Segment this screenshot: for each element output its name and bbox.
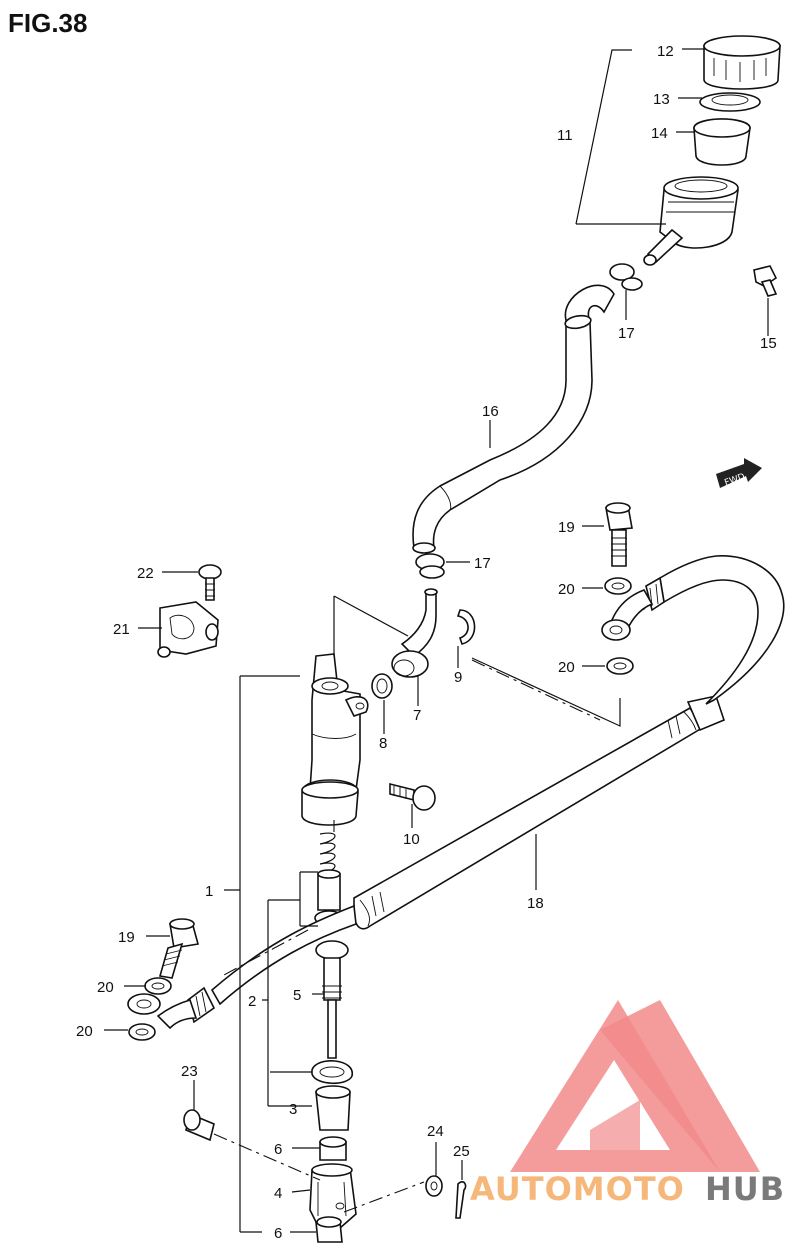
callout-20-d: 20 xyxy=(76,1023,93,1040)
washer-20-d xyxy=(128,1023,156,1041)
callout-6-lower: 6 xyxy=(274,1225,282,1242)
clevis-4 xyxy=(309,1163,357,1229)
reservoir-hose xyxy=(412,284,615,554)
callout-17-lower: 17 xyxy=(474,555,491,572)
callout-20-a: 20 xyxy=(558,581,575,598)
callout-16: 16 xyxy=(482,403,499,420)
o-ring-8 xyxy=(371,673,393,699)
callout-11: 11 xyxy=(557,127,573,144)
hose-clamp-lower xyxy=(415,553,445,579)
reservoir-screw xyxy=(753,265,778,297)
reservoir-diaphragm-plate xyxy=(699,92,761,112)
callout-20-c: 20 xyxy=(97,979,114,996)
master-cylinder-body xyxy=(301,653,369,826)
hose-clamp-upper xyxy=(609,263,643,291)
callout-23: 23 xyxy=(181,1063,198,1080)
callout-19-lower: 19 xyxy=(118,929,135,946)
screw-22 xyxy=(198,564,222,601)
bleeder-screw xyxy=(389,782,436,811)
callout-12: 12 xyxy=(657,43,674,60)
piston-5 xyxy=(315,940,349,1059)
callout-15: 15 xyxy=(760,335,777,352)
washer-20-b xyxy=(606,657,634,675)
callout-22: 22 xyxy=(137,565,154,582)
washer-20-c xyxy=(144,977,172,995)
callout-8: 8 xyxy=(379,735,387,752)
callout-9: 9 xyxy=(454,669,462,686)
hose-connector xyxy=(391,588,438,678)
hose-guide-21 xyxy=(157,601,219,658)
callout-10: 10 xyxy=(403,831,420,848)
circlip-3 xyxy=(311,1060,353,1085)
callout-2: 2 xyxy=(248,993,256,1010)
boot-3 xyxy=(315,1085,351,1131)
circlip-9 xyxy=(456,609,476,645)
union-bolt-19-lower xyxy=(158,918,200,979)
pivot-bolt-23 xyxy=(183,1109,215,1142)
leader-lines xyxy=(104,48,769,1233)
callout-17-upper: 17 xyxy=(618,325,635,342)
brake-hose xyxy=(127,555,785,1030)
spring xyxy=(319,832,336,875)
callout-14: 14 xyxy=(651,125,668,142)
cotter-pin-25 xyxy=(455,1181,467,1219)
watermark-logo xyxy=(510,1000,760,1172)
callout-1: 1 xyxy=(205,883,213,900)
figure-title: FIG.38 xyxy=(8,8,87,38)
callout-18: 18 xyxy=(527,895,544,912)
callout-3: 3 xyxy=(289,1101,297,1118)
callout-5: 5 xyxy=(293,987,301,1004)
watermark-text-main: AUTOMOTO xyxy=(470,1170,685,1208)
reservoir-tank xyxy=(643,176,739,266)
watermark-text-hub: HUB xyxy=(705,1170,785,1208)
nut-6-lower xyxy=(315,1216,343,1243)
washer-20-a xyxy=(604,577,632,595)
callout-24: 24 xyxy=(427,1123,444,1140)
callout-20-b: 20 xyxy=(558,659,575,676)
callout-7: 7 xyxy=(413,707,421,724)
callout-6-upper: 6 xyxy=(274,1141,282,1158)
callout-13: 13 xyxy=(653,91,670,108)
nut-6-upper xyxy=(319,1136,347,1161)
fwd-arrow-icon xyxy=(716,458,762,488)
callout-4: 4 xyxy=(274,1185,282,1202)
callout-21: 21 xyxy=(113,621,130,638)
callout-25: 25 xyxy=(453,1143,470,1160)
reservoir-cap xyxy=(703,35,781,90)
union-bolt-19-upper xyxy=(605,502,633,567)
reservoir-diaphragm xyxy=(693,118,751,166)
washer-24 xyxy=(425,1175,443,1197)
center-lines xyxy=(213,659,601,1213)
callout-19-upper: 19 xyxy=(558,519,575,536)
